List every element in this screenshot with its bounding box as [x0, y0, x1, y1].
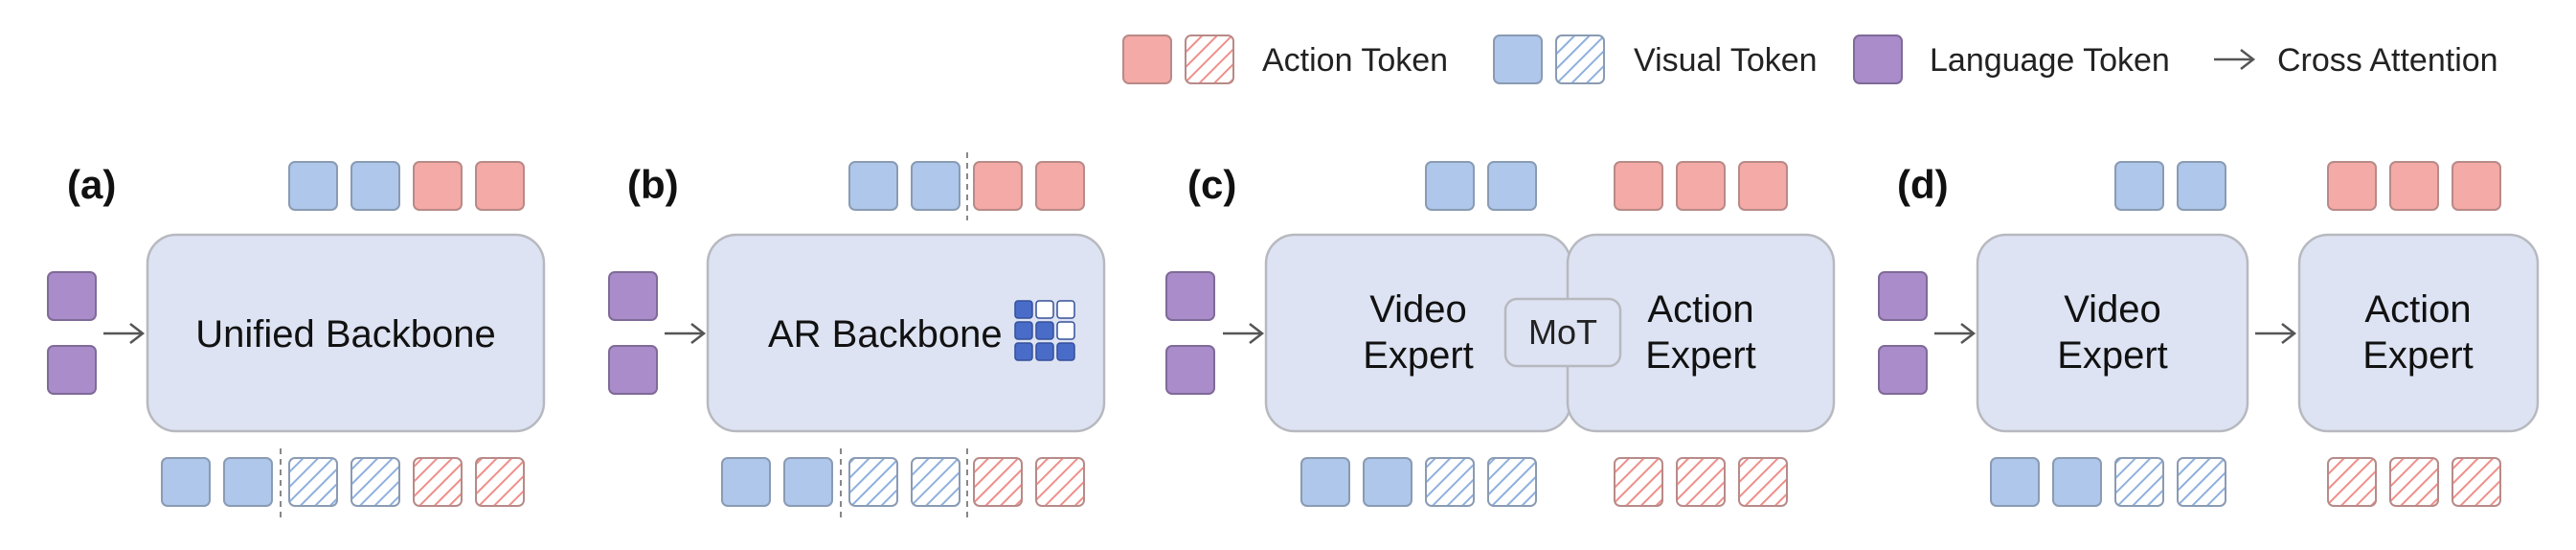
panel-d-bottom-action-token-hatched [2452, 457, 2501, 507]
panel-a-top-action-token [475, 161, 525, 211]
panel-a: (a) Unified Backbone [47, 161, 546, 517]
panel-b-top-visual-token [848, 161, 898, 211]
panel-c-bottom-action-token-hatched [1676, 457, 1726, 507]
panel-a-bottom-action-token-hatched [413, 457, 463, 507]
panel-c-top-action-token [1738, 161, 1788, 211]
panel-c-video-expert-label-line2: Expert [1363, 334, 1474, 377]
panel-d-video-expert-label-line1: Video [2064, 288, 2161, 331]
panel-a-top-action-token [413, 161, 463, 211]
panel-b-bottom-visual-token-hatched [848, 457, 898, 507]
panel-d-cross-attention-arrow-icon [2255, 323, 2297, 344]
panel-d-bottom-visual-token-hatched [2177, 457, 2226, 507]
panel-a-bottom-visual-token [161, 457, 211, 507]
panel-d-top-action-token [2452, 161, 2501, 211]
panel-d-bottom-visual-token-hatched [2114, 457, 2164, 507]
panel-d-action-expert [2297, 233, 2540, 433]
panel-b-label: (b) [627, 162, 679, 207]
panel-d-top-visual-token [2114, 161, 2164, 211]
panel-b-bottom-visual-token-hatched [911, 457, 960, 507]
panel-c-bottom-visual-token-hatched [1487, 457, 1537, 507]
panel-a-language-token [47, 271, 97, 321]
panel-b-top-action-token [973, 161, 1023, 211]
panel-a-bottom-visual-token-hatched [288, 457, 338, 507]
panel-c-top-action-token [1614, 161, 1663, 211]
panel-c-mot-box [1503, 297, 1622, 368]
panel-d-bottom-visual-token [2052, 457, 2102, 507]
panel-b-autoregressive-grid-icon [1014, 300, 1075, 361]
panel-a-bottom-visual-token-hatched [350, 457, 400, 507]
panel-c-bottom-action-token-hatched [1738, 457, 1788, 507]
panel-d-label: (d) [1897, 162, 1949, 207]
panel-b-top-action-token [1035, 161, 1085, 211]
panel-c-label: (c) [1187, 162, 1236, 207]
panel-a-language-token [47, 345, 97, 395]
legend-action-token-hatched [1185, 34, 1234, 84]
panel-c-top-visual-token [1425, 161, 1475, 211]
panel-c-bottom-visual-token-hatched [1425, 457, 1475, 507]
panel-d-bottom-action-token-hatched [2327, 457, 2377, 507]
panel-b-bottom-action-token-hatched [1035, 457, 1085, 507]
panel-a-cross-attention-arrow-icon [103, 323, 146, 344]
panel-a-unified-backbone [146, 233, 546, 433]
panel-c: (c) Video Expert Action Expert MoT [1165, 161, 1836, 507]
legend-visual-token-label: Visual Token [1634, 42, 1818, 79]
panel-b-cross-attention-arrow-icon [665, 323, 707, 344]
legend-action-token-solid [1122, 34, 1172, 84]
panel-d-language-token [1878, 271, 1928, 321]
panel-c-top-action-token [1676, 161, 1726, 211]
panel-b-language-token [608, 271, 658, 321]
panel-b-bottom-visual-token [721, 457, 771, 507]
panel-c-top-visual-token [1487, 161, 1537, 211]
panel-a-top-visual-token [350, 161, 400, 211]
panel-b-bottom-visual-token [783, 457, 833, 507]
panel-c-cross-attention-arrow-icon [1223, 323, 1265, 344]
panel-c-video-expert-label-line1: Video [1369, 288, 1467, 331]
panel-c-action-expert-label-line2: Expert [1645, 334, 1756, 377]
legend-visual-token-hatched [1555, 34, 1605, 84]
panel-c-bottom-visual-token [1363, 457, 1412, 507]
legend: Action Token Visual Token Language Token… [1122, 34, 2498, 84]
panel-d-bottom-action-token-hatched [2389, 457, 2439, 507]
panel-b-ar-backbone [706, 233, 1106, 433]
panel-a-top-visual-token [288, 161, 338, 211]
panel-d-action-expert-label-line2: Expert [2362, 334, 2474, 377]
panel-a-label: (a) [67, 162, 116, 207]
panel-c-language-token [1165, 271, 1215, 321]
panel-d-top-action-token [2389, 161, 2439, 211]
panel-d-video-expert [1976, 233, 2249, 433]
panel-d-top-action-token [2327, 161, 2377, 211]
legend-cross-attention-label: Cross Attention [2277, 42, 2498, 79]
panel-d: (d) Video Expert Action Expert [1878, 161, 2540, 507]
legend-action-token-label: Action Token [1262, 42, 1448, 79]
panel-b-bottom-action-token-hatched [973, 457, 1023, 507]
legend-language-token-label: Language Token [1930, 42, 2170, 79]
panel-c-mot-label: MoT [1528, 312, 1597, 352]
panel-d-language-token [1878, 345, 1928, 395]
legend-language-token-solid [1853, 34, 1903, 84]
panel-b-language-token [608, 345, 658, 395]
panel-a-backbone-label: Unified Backbone [195, 313, 496, 355]
panel-c-language-token [1165, 345, 1215, 395]
panel-c-bottom-visual-token [1300, 457, 1350, 507]
legend-cross-attention-arrow-icon [2214, 49, 2256, 70]
panel-b-backbone-label: AR Backbone [768, 313, 1003, 355]
legend-visual-token-solid [1493, 34, 1543, 84]
panel-d-top-visual-token [2177, 161, 2226, 211]
panel-d-video-expert-label-line2: Expert [2057, 334, 2168, 377]
panel-c-bottom-action-token-hatched [1614, 457, 1663, 507]
panel-b: (b) AR Backbone [608, 152, 1106, 517]
panel-a-bottom-action-token-hatched [475, 457, 525, 507]
panel-a-bottom-visual-token [223, 457, 273, 507]
panel-b-top-visual-token [911, 161, 960, 211]
panel-c-action-expert-label-line1: Action [1647, 288, 1753, 331]
panel-d-cross-attention-arrow-icon [1934, 323, 1977, 344]
panel-d-action-expert-label-line1: Action [2364, 288, 2471, 331]
panel-d-bottom-visual-token [1990, 457, 2040, 507]
